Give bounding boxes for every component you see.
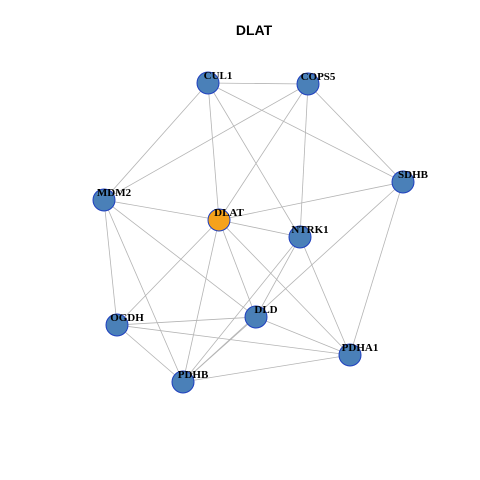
edge-ntrk1-pdha1 [299,236,351,356]
edge-dlat-ogdh [116,219,220,326]
node-dld [244,305,268,329]
node-label-pdhb: PDHB [178,369,209,381]
node-label-ntrk1: NTRK1 [291,224,328,236]
diagram-title: DLAT [236,22,273,38]
edge-cul1-dlat [207,82,220,221]
node-label-cul1: CUL1 [204,70,233,82]
edge-layer [103,82,404,383]
edge-mdm2-pdhb [103,199,184,383]
edge-cops5-dlat [218,83,309,221]
edge-dlat-pdhb [182,219,220,383]
edge-dlat-pdha1 [218,219,351,356]
edge-pdhb-pdha1 [182,354,351,383]
edge-sdhb-pdhb [182,181,404,383]
node-pdha1 [338,343,362,367]
edge-cops5-mdm2 [103,83,309,201]
node-ntrk1 [288,225,312,249]
edge-dlat-dld [218,219,257,318]
node-label-dlat: DLAT [214,207,244,219]
node-cul1 [196,71,220,95]
edge-ogdh-pdhb [116,324,184,383]
edge-dlat-ntrk1 [218,219,301,238]
node-label-sdhb: SDHB [398,169,429,181]
edge-dld-pdha1 [255,316,351,356]
edge-ogdh-pdha1 [116,324,351,356]
edge-cul1-ntrk1 [207,82,301,238]
edge-mdm2-dld [103,199,257,318]
node-label-mdm2: MDM2 [97,187,132,199]
node-pdhb [171,370,195,394]
edge-dlat-sdhb [218,181,404,221]
node-dlat [207,208,231,232]
node-label-cops5: COPS5 [301,71,336,83]
edge-sdhb-pdha1 [349,181,404,356]
edge-ogdh-dld [116,316,257,326]
node-label-pdha1: PDHA1 [342,342,379,354]
node-cops5 [296,72,320,96]
edge-dld-pdhb [182,316,257,383]
node-sdhb [391,170,415,194]
edge-mdm2-dlat [103,199,220,221]
edge-cops5-ntrk1 [299,83,309,238]
edge-cops5-sdhb [307,83,404,183]
node-label-ogdh: OGDH [110,312,144,324]
edge-ntrk1-dld [255,236,301,318]
node-mdm2 [92,188,116,212]
edge-cul1-cops5 [207,82,309,85]
node-ogdh [105,313,129,337]
edge-mdm2-ogdh [103,199,118,326]
edge-cul1-mdm2 [103,82,209,201]
node-label-dld: DLD [254,304,277,316]
node-layer [92,71,415,394]
edge-ntrk1-pdhb [182,236,301,383]
